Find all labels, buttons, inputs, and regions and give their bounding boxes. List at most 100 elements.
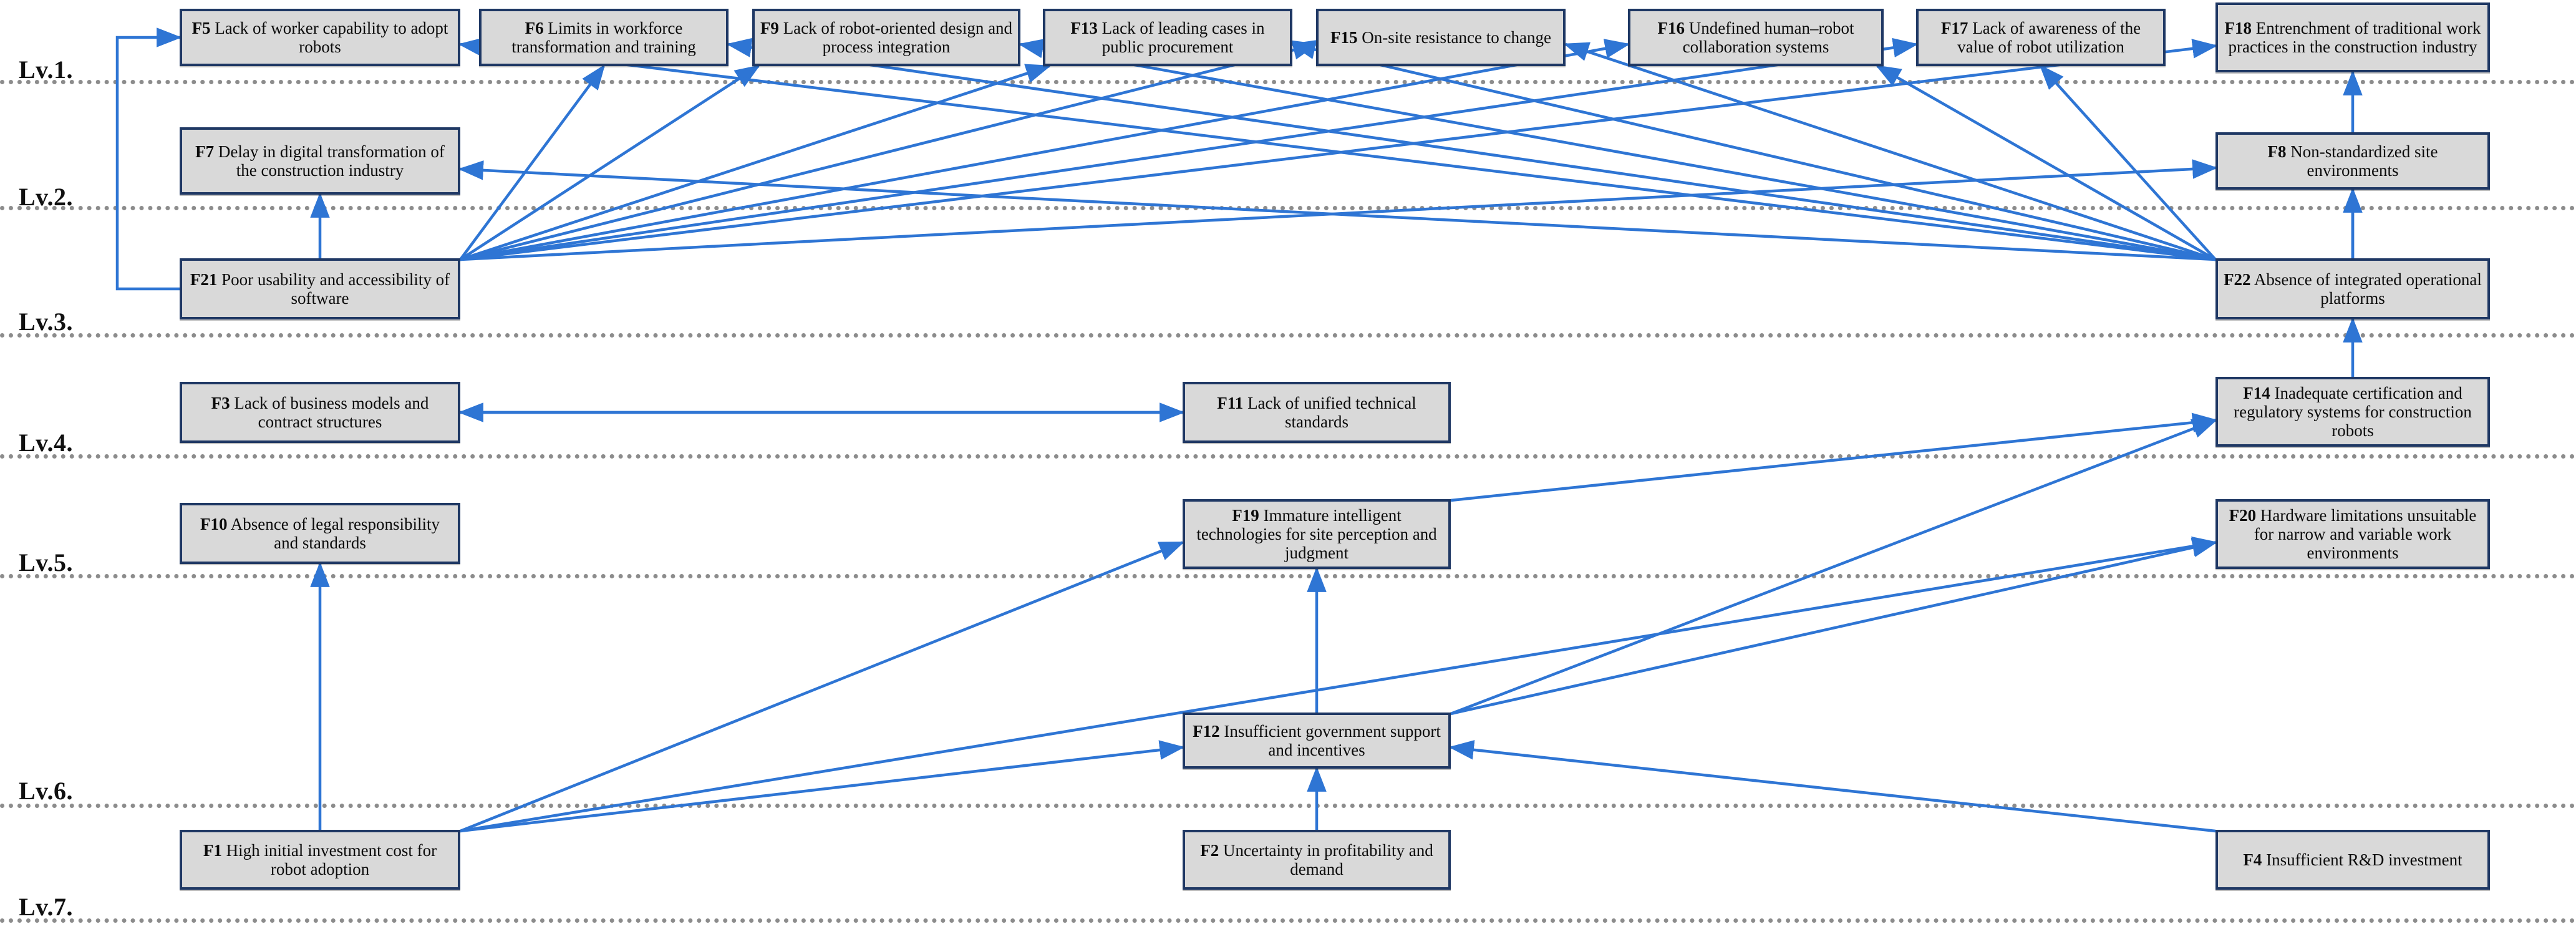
factor-node-label: F15 On-site resistance to change bbox=[1330, 28, 1551, 47]
factor-code: F20 bbox=[2229, 505, 2257, 525]
edge-f12-to-f14 bbox=[1450, 419, 2218, 716]
factor-code: F22 bbox=[2224, 270, 2251, 289]
factor-text: Lack of unified technical standards bbox=[1243, 393, 1416, 431]
factor-node-f9[interactable]: F9 Lack of robot-oriented design and pro… bbox=[752, 9, 1020, 66]
edge-f21-to-f6 bbox=[459, 64, 606, 261]
factor-code: F1 bbox=[203, 840, 222, 860]
level-separator-line bbox=[0, 333, 2576, 338]
factor-node-label: F13 Lack of leading cases in public proc… bbox=[1050, 19, 1285, 56]
edge-f21-to-f9 bbox=[459, 65, 761, 261]
factor-node-label: F10 Absence of legal responsibility and … bbox=[187, 515, 453, 552]
edge-f4-to-f12 bbox=[1448, 740, 2216, 833]
factor-node-label: F17 Lack of awareness of the value of ro… bbox=[1924, 19, 2158, 56]
factor-node-f8[interactable]: F8 Non-standardized site environments bbox=[2215, 132, 2490, 190]
factor-code: F19 bbox=[1232, 505, 1259, 525]
factor-text: Undefined human–robot collaboration syst… bbox=[1682, 18, 1854, 56]
factor-node-f22[interactable]: F22 Absence of integrated operational pl… bbox=[2215, 258, 2490, 319]
level-separator-line bbox=[0, 574, 2576, 578]
factor-node-f5[interactable]: F5 Lack of worker capability to adopt ro… bbox=[180, 9, 460, 66]
level-label-lv2: Lv.2. bbox=[19, 183, 73, 211]
factor-text: Lack of worker capability to adopt robot… bbox=[210, 18, 448, 56]
factor-node-f15[interactable]: F15 On-site resistance to change bbox=[1316, 9, 1566, 66]
factor-text: Lack of business models and contract str… bbox=[230, 393, 429, 431]
factor-node-label: F6 Limits in workforce transformation an… bbox=[487, 19, 721, 56]
factor-node-f17[interactable]: F17 Lack of awareness of the value of ro… bbox=[1916, 9, 2166, 66]
factor-text: Lack of leading cases in public procurem… bbox=[1097, 18, 1265, 56]
level-label-lv6: Lv.6. bbox=[19, 777, 73, 805]
factor-node-label: F9 Lack of robot-oriented design and pro… bbox=[760, 19, 1013, 56]
factor-node-f4[interactable]: F4 Insufficient R&D investment bbox=[2215, 830, 2490, 890]
factor-node-f1[interactable]: F1 High initial investment cost for robo… bbox=[180, 830, 460, 890]
factor-node-f20[interactable]: F20 Hardware limitations unsuitable for … bbox=[2215, 499, 2490, 569]
factor-node-f16[interactable]: F16 Undefined human–robot collaboration … bbox=[1628, 9, 1884, 66]
factor-text: Immature intelligent technologies for si… bbox=[1196, 505, 1437, 563]
factor-node-label: F1 High initial investment cost for robo… bbox=[187, 841, 453, 878]
factor-code: F12 bbox=[1193, 721, 1220, 741]
factor-text: Inadequate certification and regulatory … bbox=[2234, 383, 2472, 440]
factor-text: Absence of integrated operational platfo… bbox=[2250, 270, 2482, 308]
factor-node-f12[interactable]: F12 Insufficient government support and … bbox=[1183, 713, 1451, 769]
factor-code: F9 bbox=[760, 18, 779, 37]
factor-node-f11[interactable]: F11 Lack of unified technical standards bbox=[1183, 382, 1451, 443]
factor-node-label: F14 Inadequate certification and regulat… bbox=[2223, 384, 2482, 440]
factor-code: F15 bbox=[1330, 27, 1358, 47]
level-separator-line bbox=[0, 80, 2576, 84]
factor-text: Poor usability and accessibility of soft… bbox=[217, 270, 450, 308]
factor-node-label: F21 Poor usability and accessibility of … bbox=[187, 270, 453, 308]
edge-f21-to-f18 bbox=[460, 39, 2218, 261]
factor-node-label: F19 Immature intelligent technologies fo… bbox=[1190, 506, 1443, 563]
factor-node-f6[interactable]: F6 Limits in workforce transformation an… bbox=[479, 9, 729, 66]
edge-f21-to-f13 bbox=[460, 64, 1052, 261]
factor-node-f3[interactable]: F3 Lack of business models and contract … bbox=[180, 382, 460, 443]
factor-code: F18 bbox=[2224, 18, 2252, 37]
factor-node-f18[interactable]: F18 Entrenchment of traditional work pra… bbox=[2215, 2, 2490, 72]
edge-f22-to-f17 bbox=[2039, 64, 2217, 261]
edge-f22-to-f13 bbox=[1290, 40, 2216, 261]
factor-node-label: F3 Lack of business models and contract … bbox=[187, 394, 453, 431]
factor-node-f14[interactable]: F14 Inadequate certification and regulat… bbox=[2215, 377, 2490, 447]
edge-f22-to-f9 bbox=[1018, 39, 2216, 261]
factor-node-f21[interactable]: F21 Poor usability and accessibility of … bbox=[180, 258, 460, 319]
factor-node-label: F5 Lack of worker capability to adopt ro… bbox=[187, 19, 453, 56]
factor-text: Hardware limitations unsuitable for narr… bbox=[2254, 505, 2477, 563]
factor-node-label: F4 Insufficient R&D investment bbox=[2243, 850, 2462, 869]
factor-text: Entrenchment of traditional work practic… bbox=[2228, 18, 2481, 56]
factor-code: F7 bbox=[195, 142, 215, 161]
edge-f21-to-f5 bbox=[115, 27, 182, 291]
factor-node-label: F11 Lack of unified technical standards bbox=[1190, 394, 1443, 431]
factor-text: Lack of robot-oriented design and proces… bbox=[778, 18, 1013, 56]
factor-node-label: F7 Delay in digital transformation of th… bbox=[187, 142, 453, 180]
edge-f1-to-f20 bbox=[460, 536, 2218, 833]
edge-f1-to-f19 bbox=[460, 541, 1185, 833]
edge-f22-to-f5 bbox=[458, 37, 2216, 261]
factor-node-label: F2 Uncertainty in profitability and dema… bbox=[1190, 841, 1443, 878]
factor-text: Insufficient R&D investment bbox=[2262, 850, 2462, 869]
factor-node-label: F16 Undefined human–robot collaboration … bbox=[1635, 19, 1876, 56]
factor-code: F5 bbox=[191, 18, 211, 37]
edge-f21-to-f15 bbox=[460, 40, 1319, 261]
factor-node-f19[interactable]: F19 Immature intelligent technologies fo… bbox=[1183, 499, 1451, 569]
edge-f22-to-f15 bbox=[1563, 42, 2216, 261]
factor-text: Delay in digital transformation of the c… bbox=[214, 142, 445, 180]
factor-node-f2[interactable]: F2 Uncertainty in profitability and dema… bbox=[1183, 830, 1451, 890]
factor-node-f13[interactable]: F13 Lack of leading cases in public proc… bbox=[1043, 9, 1292, 66]
factor-text: Limits in workforce transformation and t… bbox=[511, 18, 696, 56]
factor-text: Non-standardized site environments bbox=[2286, 142, 2438, 180]
factor-node-f7[interactable]: F7 Delay in digital transformation of th… bbox=[180, 127, 460, 195]
factor-node-f10[interactable]: F10 Absence of legal responsibility and … bbox=[180, 503, 460, 564]
factor-code: F17 bbox=[1940, 18, 1968, 37]
factor-code: F3 bbox=[211, 393, 230, 412]
edge-f21-to-f8 bbox=[460, 159, 2218, 261]
factor-code: F21 bbox=[190, 270, 218, 289]
edge-f19-to-f14 bbox=[1450, 412, 2218, 502]
level-label-lv5: Lv.5. bbox=[19, 548, 73, 576]
factor-text: Insufficient government support and ince… bbox=[1219, 721, 1441, 759]
factor-text: High initial investment cost for robot a… bbox=[221, 840, 437, 878]
factor-node-label: F12 Insufficient government support and … bbox=[1190, 722, 1443, 759]
edge-f22-to-f7 bbox=[458, 160, 2216, 261]
level-separator-line bbox=[0, 804, 2576, 808]
factor-node-label: F8 Non-standardized site environments bbox=[2223, 142, 2482, 180]
factor-node-label: F20 Hardware limitations unsuitable for … bbox=[2223, 506, 2482, 563]
factor-text: Absence of legal responsibility and stan… bbox=[227, 514, 440, 552]
